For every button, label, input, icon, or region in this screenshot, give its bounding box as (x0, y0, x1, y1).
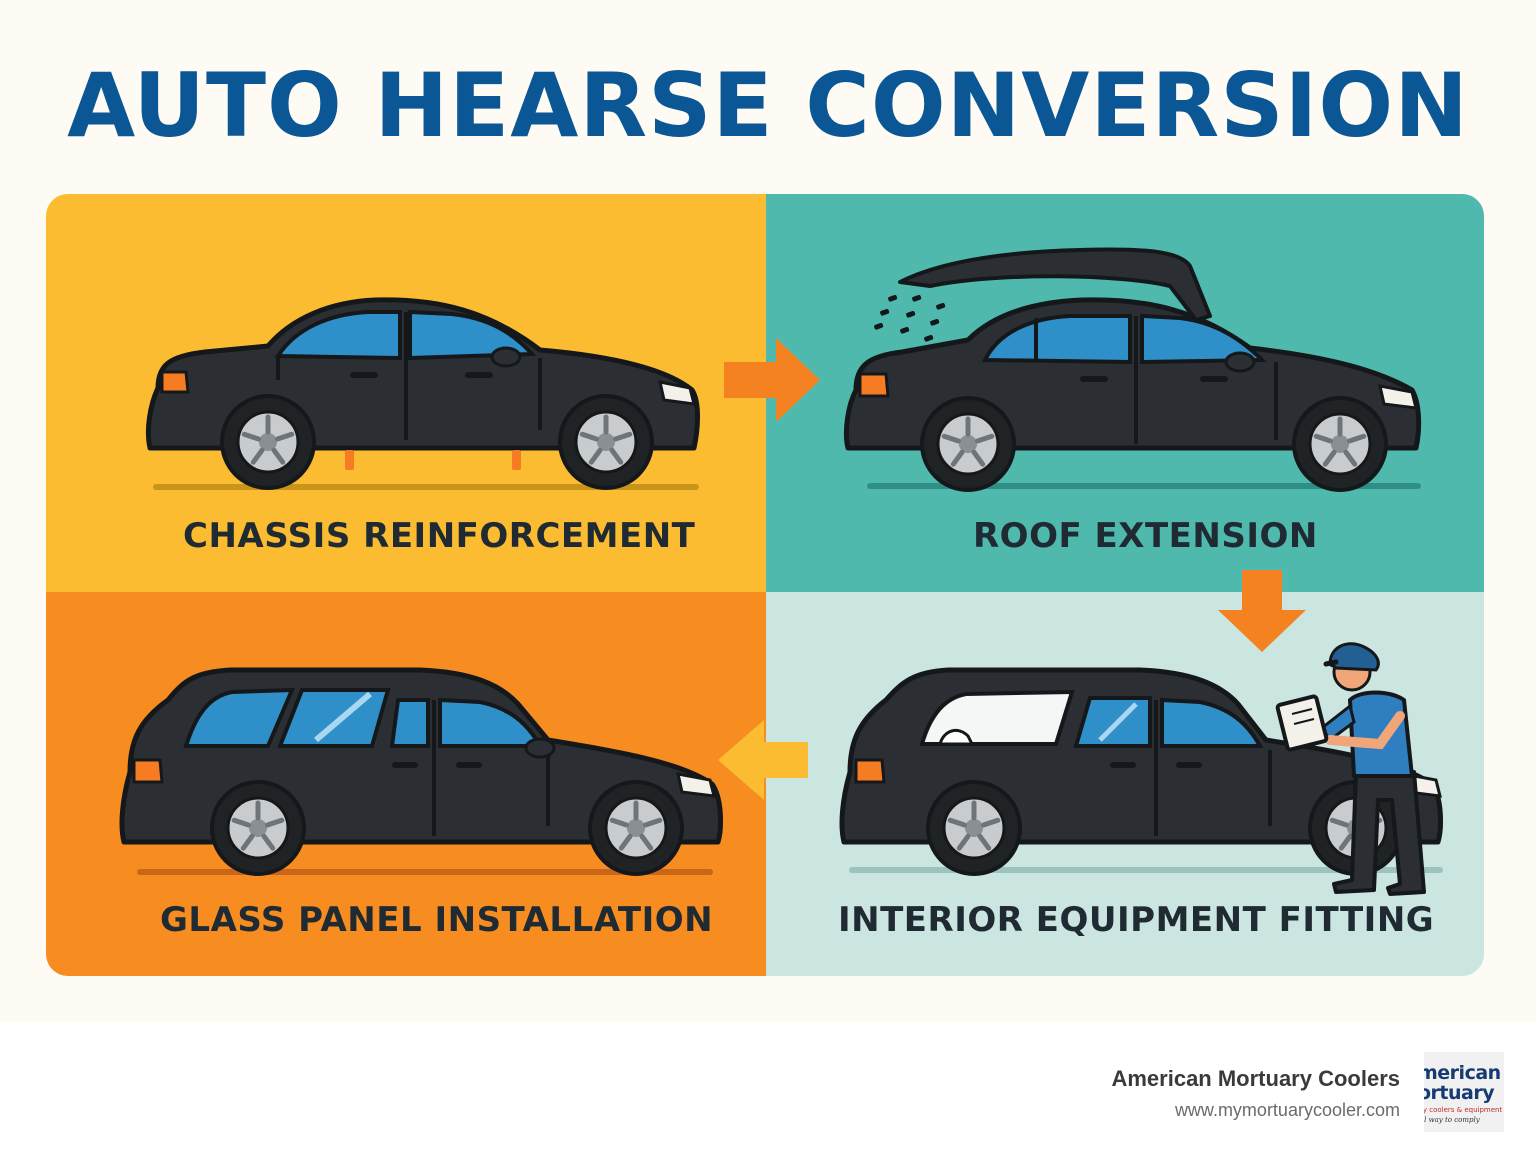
logo-text-line3: ry coolers & equipment (1424, 1106, 1503, 1114)
interior-fitting-hearse-icon (839, 642, 1443, 896)
step-label-roof: ROOF EXTENSION (973, 516, 1318, 556)
left-arrow-icon (718, 720, 808, 800)
company-logo: merican ortuary ry coolers & equipment a… (1424, 1052, 1504, 1132)
technician-figure (1275, 642, 1426, 896)
down-arrow-icon (1218, 570, 1306, 652)
step-label-chassis: CHASSIS REINFORCEMENT (183, 516, 696, 556)
page-title: AUTO HEARSE CONVERSION (67, 54, 1469, 157)
illustration-layer (119, 247, 1443, 896)
logo-text-line2: ortuary (1424, 1082, 1495, 1104)
sedan-car-icon (145, 297, 700, 488)
step-label-interior: INTERIOR EQUIPMENT FITTING (838, 900, 1435, 940)
footer-bar (0, 1022, 1536, 1154)
company-name: American Mortuary Coolers (1111, 1066, 1400, 1091)
logo-text-line1: merican (1424, 1062, 1501, 1084)
glass-panel-hearse-icon (119, 667, 723, 874)
roof-extension-car-icon (843, 247, 1422, 490)
company-url[interactable]: www.mymortuarycooler.com (1174, 1100, 1400, 1120)
logo-text-line4: al way to comply (1424, 1116, 1480, 1124)
right-arrow-icon (724, 338, 820, 422)
step-label-glass: GLASS PANEL INSTALLATION (160, 900, 714, 940)
